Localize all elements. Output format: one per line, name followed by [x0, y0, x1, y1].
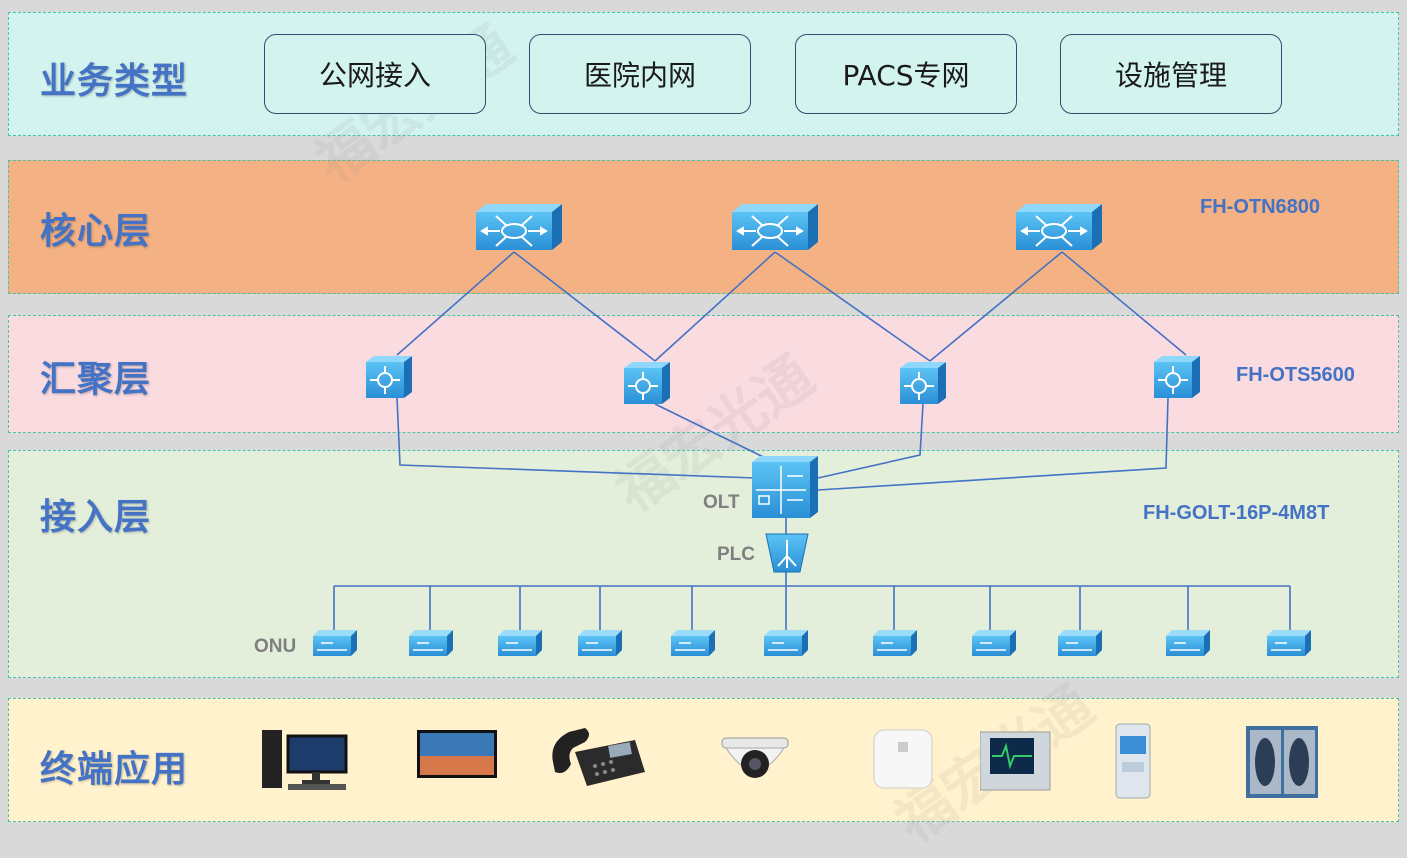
aggregation-switch: [1153, 355, 1201, 399]
medical-equipment-icon: [1110, 722, 1156, 802]
network-link: [513, 251, 656, 362]
aggregation-switch: [365, 355, 413, 399]
network-topology: [312, 203, 1312, 657]
core-switch: [1015, 203, 1103, 251]
aggregation-switch: [899, 361, 947, 405]
layer-title-access: 接入层: [40, 497, 152, 538]
medical-monitor-icon: [979, 722, 1052, 802]
core-switch: [475, 203, 563, 251]
xray-viewer-icon: [1246, 722, 1320, 802]
network-link: [929, 251, 1063, 362]
layer-title-terminal: 终端应用: [40, 749, 189, 790]
onu-device: [763, 629, 809, 657]
dome-camera-icon: [716, 722, 794, 802]
network-link: [1061, 251, 1187, 356]
onu-device: [971, 629, 1017, 657]
model-label-core: FH-OTN6800: [1200, 196, 1321, 218]
terminal-layer-band: [8, 698, 1399, 822]
onu-device: [312, 629, 358, 657]
layer-title-core: 核心层: [40, 211, 152, 252]
desktop-computer-icon: [258, 722, 350, 802]
network-link: [817, 403, 924, 479]
model-label-access: FH-GOLT-16P-4M8T: [1143, 502, 1330, 524]
layer-title-service: 业务类型: [40, 61, 189, 102]
layer-title-aggregation: 汇聚层: [40, 359, 152, 400]
onu-label: ONU: [254, 636, 297, 657]
onu-device: [1165, 629, 1211, 657]
plc-label: PLC: [717, 544, 755, 565]
service-public-access[interactable]: 公网接入: [264, 34, 486, 114]
plc-splitter: [765, 533, 809, 573]
olt-device: [752, 456, 818, 518]
onu-device: [408, 629, 454, 657]
onu-device: [1057, 629, 1103, 657]
core-layer-band: [8, 160, 1399, 294]
onu-device: [577, 629, 623, 657]
onu-device: [872, 629, 918, 657]
network-link: [654, 251, 776, 362]
service-hospital-intranet[interactable]: 医院内网: [529, 34, 751, 114]
network-link: [396, 251, 515, 356]
onu-device: [670, 629, 716, 657]
service-pacs-network[interactable]: PACS专网: [795, 34, 1017, 114]
core-switch: [731, 203, 819, 251]
model-label-aggregation: FH-OTS5600: [1236, 364, 1355, 386]
service-facility-management[interactable]: 设施管理: [1060, 34, 1282, 114]
ip-phone-icon: [545, 722, 647, 802]
network-link: [774, 251, 931, 362]
network-link: [817, 397, 1169, 491]
olt-label: OLT: [703, 492, 740, 513]
network-link: [396, 397, 756, 479]
tv-icon: [416, 722, 498, 802]
onu-device: [1266, 629, 1312, 657]
onu-device: [497, 629, 543, 657]
wireless-ap-icon: [872, 722, 934, 802]
aggregation-switch: [623, 361, 671, 405]
